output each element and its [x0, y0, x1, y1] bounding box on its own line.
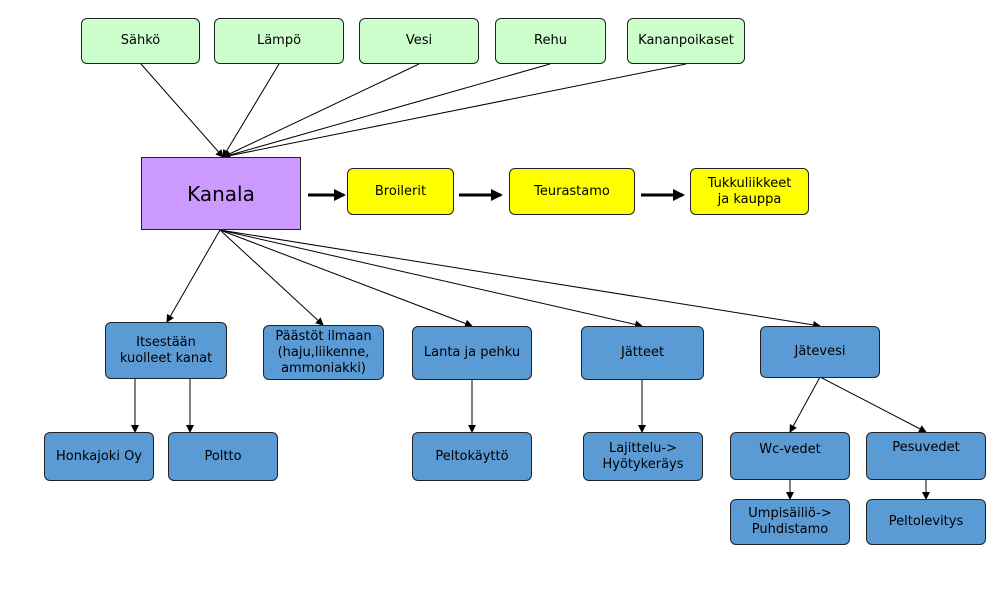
- node-jatevesi: Jätevesi: [760, 326, 880, 378]
- node-broilerit: Broilerit: [347, 168, 454, 215]
- node-itsestaan: Itsestään kuolleet kanat: [105, 322, 227, 379]
- node-paastot: Päästöt ilmaan (haju,liikenne, ammoniakk…: [263, 325, 384, 380]
- arrow-lampo-kanala: [222, 63, 280, 158]
- node-peltokaytto: Peltokäyttö: [412, 432, 532, 481]
- arrow-rehu-kanala: [222, 63, 551, 159]
- node-peltolevitys: Peltolevitys: [866, 499, 986, 545]
- arrow-kanala-itsestaan: [166, 229, 221, 323]
- node-wc-vedet: Wc-vedet: [730, 432, 850, 480]
- arrow-jatevesi-wc: [789, 376, 821, 433]
- node-poltto: Poltto: [168, 432, 278, 481]
- node-sahko: Sähkö: [81, 18, 200, 64]
- node-pesuvedet: Pesuvedet: [866, 432, 986, 480]
- node-jatteet: Jätteet: [581, 326, 704, 380]
- arrow-kanala-jatteet: [219, 229, 643, 329]
- node-kananpoikaset: Kananpoikaset: [627, 18, 745, 64]
- node-kanala: Kanala: [141, 157, 301, 230]
- node-teurastamo: Teurastamo: [509, 168, 635, 215]
- node-vesi: Vesi: [359, 18, 479, 64]
- arrow-kanala-jatevesi: [219, 229, 821, 329]
- arrow-jatevesi-pesuvedet: [819, 376, 927, 433]
- node-honkajoki: Honkajoki Oy: [44, 432, 154, 481]
- node-lampo: Lämpö: [214, 18, 344, 64]
- node-lanta: Lanta ja pehku: [412, 326, 532, 380]
- node-lajittelu: Lajittelu-> Hyötykeräys: [583, 432, 703, 481]
- arrow-vesi-kanala: [222, 63, 420, 158]
- arrow-kanala-lanta: [219, 229, 473, 328]
- node-tukkuliikkeet: Tukkuliikkeet ja kauppa: [690, 168, 809, 215]
- node-rehu: Rehu: [495, 18, 606, 64]
- node-umpisailio: Umpisäiliö-> Puhdistamo: [730, 499, 850, 545]
- arrow-kananpoikaset-kanala: [222, 63, 687, 160]
- arrow-kanala-paastot: [219, 229, 324, 326]
- arrow-sahko-kanala: [140, 63, 224, 158]
